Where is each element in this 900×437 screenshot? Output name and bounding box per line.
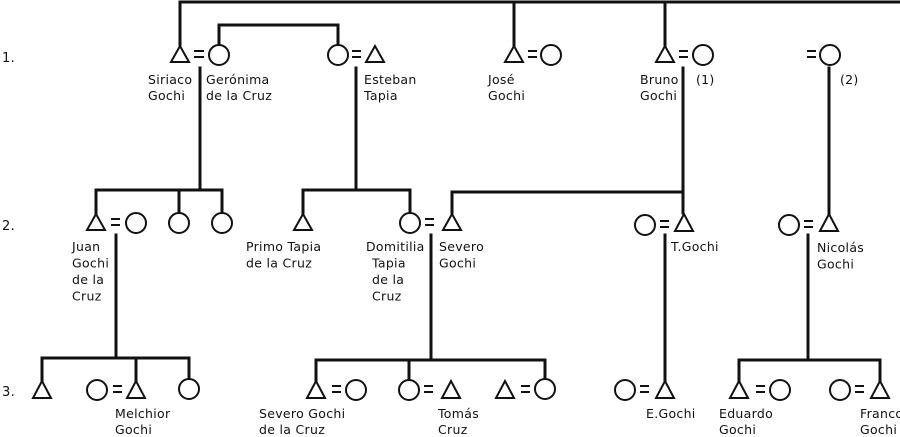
generation-2 (85, 211, 840, 236)
male-symbol-siriaco (169, 43, 191, 63)
generation-label-3: 3. (2, 385, 15, 400)
female-symbol-jose-wife (540, 44, 562, 66)
female-symbol-tgochi-wife (634, 214, 656, 236)
male-symbol-severo (441, 211, 463, 231)
marriage-symbol (111, 218, 120, 226)
female-symbol-sister-2 (211, 212, 233, 234)
male-symbol-primo (292, 211, 314, 231)
female-symbol-tomas-wife (398, 379, 420, 401)
generation-label-1: 1. (2, 51, 15, 66)
male-symbol-franco (869, 378, 891, 399)
generation-1 (169, 43, 841, 66)
marriage-symbol (528, 50, 537, 58)
female-symbol-domitilia (399, 212, 421, 234)
marriage-symbol (332, 385, 341, 393)
note-marker-2: (2) (840, 72, 859, 87)
marriage-symbol (679, 50, 688, 58)
female-symbol-juan-daughter (178, 378, 200, 400)
marriage-symbol (352, 50, 361, 58)
female-symbol-egochi-wife (614, 379, 636, 401)
sibling-line-primo (301, 188, 412, 215)
marriage-symbol (807, 50, 816, 58)
female-symbol-severo-daughter (534, 378, 556, 400)
marriage-symbol (660, 220, 669, 228)
sibling-line-severo (450, 190, 685, 215)
female-symbol-severo-jr-wife (345, 379, 367, 401)
generation-label-2: 2. (2, 219, 15, 234)
descent-lines (40, 0, 900, 382)
generation-3 (31, 378, 891, 401)
male-symbol-jose (503, 43, 525, 63)
male-symbol-severo-jr (305, 378, 327, 399)
male-symbol-tgochi (673, 211, 695, 232)
sibling-line-gen3-juan (40, 356, 191, 382)
male-symbol-esteban (364, 43, 386, 63)
sibling-line-geronima (217, 23, 340, 47)
marriage-symbol (640, 385, 649, 393)
female-symbol-melchior-wife (86, 379, 108, 401)
name-label-egochi: E.Gochi (646, 406, 696, 421)
sibling-line-gen3-nicolas (737, 358, 882, 382)
marriage-symbol (425, 218, 434, 226)
female-symbol-bruno-wife-1 (692, 44, 714, 66)
female-symbol-eduardo-wife (769, 379, 791, 401)
male-symbol-melchior (125, 378, 147, 399)
sibling-line-juan (94, 188, 224, 215)
female-symbol-franco-wife (829, 379, 851, 401)
male-symbol-daughter-husband (494, 378, 516, 399)
male-symbol-juan (85, 211, 107, 231)
male-symbol-tomas (440, 378, 462, 399)
marriage-symbol (804, 220, 813, 228)
female-symbol-nicolas-wife (778, 214, 800, 236)
female-symbol-bruno-wife-2 (819, 44, 841, 66)
marriage-symbol (855, 385, 864, 393)
male-symbol-egochi (654, 378, 676, 399)
note-marker-1: (1) (696, 72, 715, 87)
female-symbol-juan-wife (125, 212, 147, 234)
female-symbol-sister-1 (168, 212, 190, 234)
male-symbol-eduardo (728, 378, 750, 399)
male-symbol-juan-son (31, 378, 53, 399)
marriage-symbol (521, 385, 530, 393)
marriage-symbol (113, 385, 122, 393)
marriage-symbol (756, 385, 765, 393)
sibling-line-gen1 (178, 0, 900, 47)
marriage-symbol (194, 50, 204, 58)
sibling-line-gen3-severo (314, 358, 547, 382)
name-label-tgochi: T.Gochi (670, 239, 719, 254)
male-symbol-bruno (654, 43, 676, 63)
female-symbol-esteban-wife (327, 44, 349, 66)
male-symbol-nicolas (818, 211, 840, 232)
female-symbol-geronima (208, 44, 230, 66)
marriage-symbol (424, 385, 433, 393)
